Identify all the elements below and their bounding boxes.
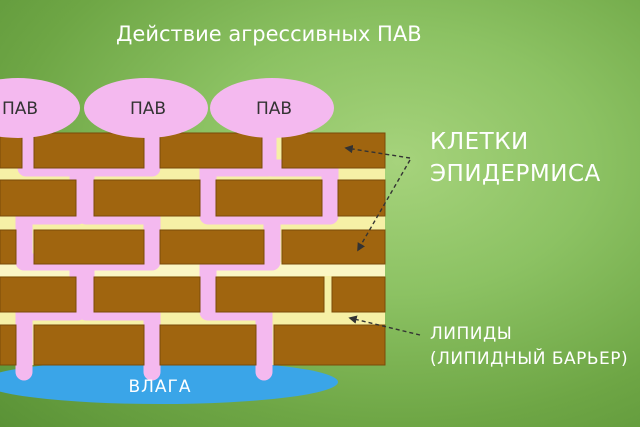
moisture-layer [0,360,338,404]
cell [0,179,77,217]
epidermis-cells [0,132,386,366]
surfactant-label-1: ПАВ [2,99,38,119]
surfactant-blob-3 [210,78,334,138]
lipids-label-line2: (ЛИПИДНЫЙ БАРЬЕР) [430,349,629,369]
epidermis-cells-label-line1: КЛЕТКИ [430,129,529,155]
cell [337,179,386,217]
cell [0,229,17,265]
cell [0,324,17,366]
epidermis-cells-label-line2: ЭПИДЕРМИСА [430,161,601,187]
surfactant-labels: ПАВ ПАВ ПАВ [2,99,292,119]
cell [273,324,386,366]
moisture-label: ВЛАГА [128,377,191,397]
cells-arrow-2 [357,159,411,252]
epidermis-cells-label: КЛЕТКИ ЭПИДЕРМИСА [430,126,601,190]
cell [281,229,386,265]
cell [159,324,257,366]
lipids-label: ЛИПИДЫ (ЛИПИДНЫЙ БАРЬЕР) [430,322,628,372]
cells-arrow-1 [344,144,411,159]
surfactant-blob-2 [84,78,208,138]
cell [93,179,201,217]
cell [159,229,265,265]
cell [0,132,23,169]
cell [215,179,323,217]
cell [159,132,263,169]
pointer-arrows [344,144,421,336]
surfactant-label-3: ПАВ [256,99,292,119]
cell [33,132,145,169]
cell [281,132,386,169]
lipids-arrow [348,315,421,336]
diagram-title: Действие агрессивных ПАВ [116,22,422,46]
cell [33,324,145,366]
surfactant-blob-1 [0,78,80,138]
lipids-label-line1: ЛИПИДЫ [430,324,513,344]
surfactant-blobs [0,78,334,138]
surfactant-label-2: ПАВ [130,99,166,119]
cell [93,276,201,313]
cell [0,276,77,313]
cell [331,276,386,313]
cell [33,229,145,265]
cell [215,276,325,313]
